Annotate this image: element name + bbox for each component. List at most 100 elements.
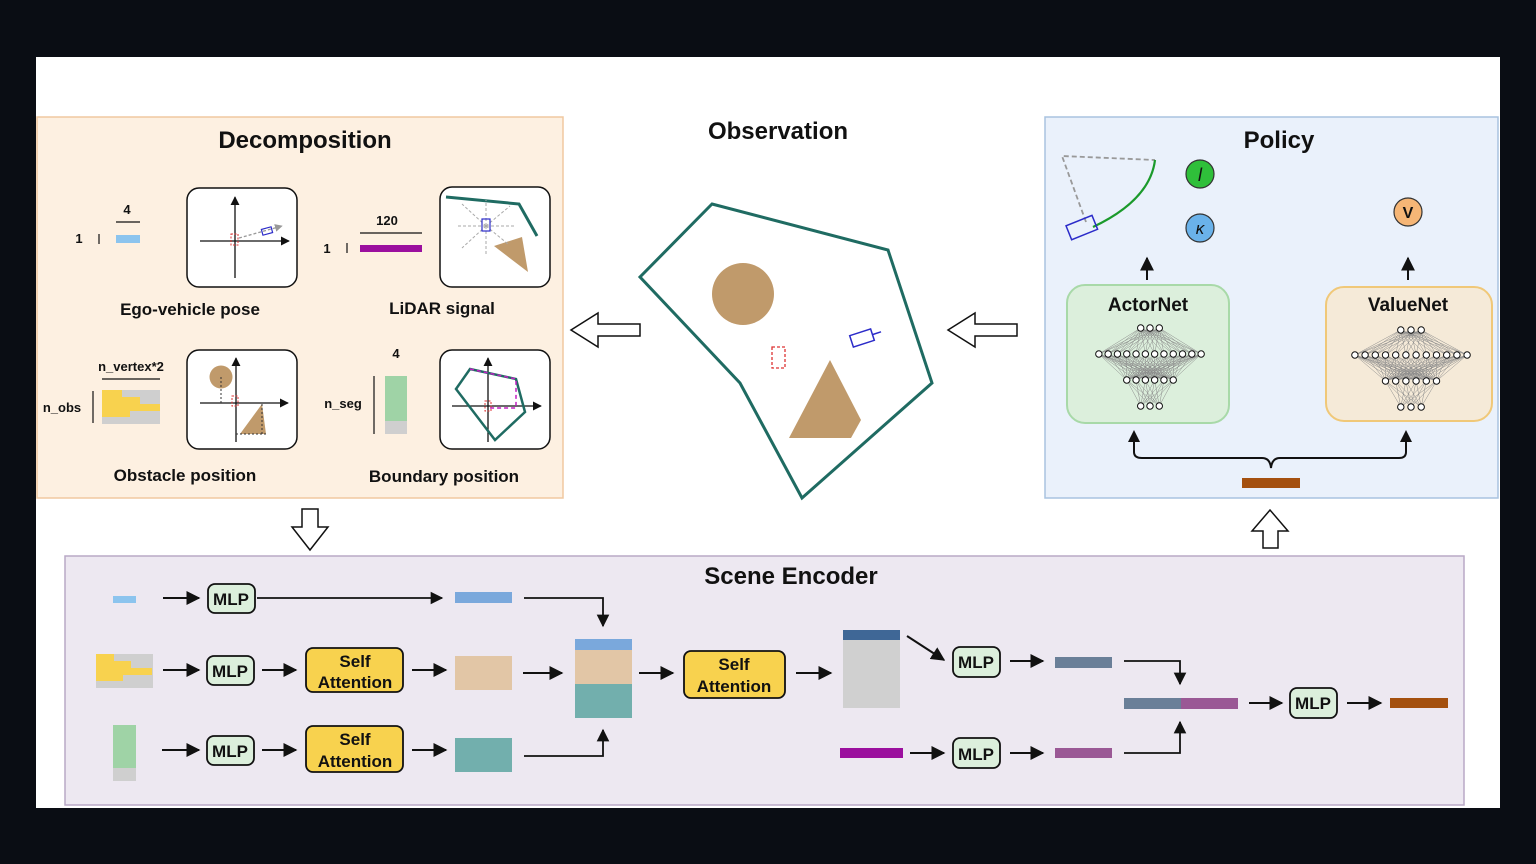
- self-attention-obstacle: Self Attention: [305, 647, 404, 693]
- encoder-to-policy-arrow: [1250, 508, 1290, 549]
- nn-edge: [1145, 353, 1202, 381]
- nn-node: [1141, 350, 1150, 358]
- nn-edge: [1126, 353, 1146, 381]
- nn-edge: [1140, 379, 1155, 407]
- nn-edge: [1163, 353, 1202, 381]
- encoder-output: [1390, 698, 1448, 708]
- nn-edge: [1098, 327, 1151, 355]
- nn-edge: [1173, 353, 1202, 381]
- nn-node: [1381, 377, 1390, 385]
- nn-edge: [1140, 379, 1174, 407]
- obstacle-input: [96, 654, 153, 688]
- nn-edge: [1126, 353, 1202, 381]
- nn-edge: [1375, 354, 1386, 382]
- boundary-input: [113, 725, 136, 781]
- nn-edge: [1385, 354, 1407, 382]
- output-kappa-badge: κ: [1185, 213, 1215, 243]
- nn-edge: [1117, 353, 1127, 381]
- lidar-vector-bar: [360, 245, 422, 252]
- mlp-boundary: MLP: [206, 735, 255, 766]
- self-attention-global-line1: Self: [718, 655, 750, 674]
- nn-node: [1141, 376, 1150, 384]
- self-attention-obstacle-line2: Attention: [318, 673, 393, 692]
- output-v-label: V: [1403, 205, 1414, 222]
- nn-node: [1137, 402, 1145, 410]
- nn-edge: [1159, 327, 1165, 355]
- mlp-lidar-label: MLP: [958, 745, 994, 764]
- mlp-obstacle-label: MLP: [212, 662, 248, 681]
- lidar-input: [840, 748, 903, 758]
- policy-car-icon: [1065, 214, 1099, 241]
- hollow-arrows: [290, 311, 1290, 552]
- nn-node: [1392, 351, 1400, 359]
- nn-edge: [1159, 327, 1193, 355]
- nn-node: [1150, 376, 1159, 384]
- nn-edge: [1400, 380, 1407, 408]
- policy-input-embedding: [1242, 478, 1300, 488]
- nn-node: [1443, 351, 1451, 359]
- nn-edge: [1385, 354, 1457, 382]
- nn-node: [1123, 376, 1131, 384]
- nn-edge: [1415, 329, 1422, 356]
- nn-node: [1104, 350, 1112, 358]
- ego-dim-left: 1: [75, 231, 82, 246]
- nn-edge: [1364, 354, 1386, 382]
- scene-feature: [1055, 657, 1112, 668]
- nn-edge: [1098, 327, 1160, 355]
- decomposition-to-encoder-arrow: [290, 508, 330, 552]
- obstacle-dim-top: n_vertex*2: [98, 359, 164, 374]
- nn-node: [1402, 351, 1410, 359]
- mlp-obstacle: MLP: [206, 655, 255, 686]
- output-l-label: l: [1198, 165, 1203, 185]
- nn-node: [1160, 350, 1168, 358]
- nn-node: [1155, 402, 1164, 410]
- ego-input: [113, 596, 136, 603]
- nn-node: [1113, 350, 1122, 358]
- nn-edge: [1108, 327, 1160, 355]
- nn-node: [1123, 350, 1131, 358]
- nn-edge: [1421, 329, 1458, 356]
- nn-node: [1351, 351, 1359, 359]
- nn-edge: [1395, 329, 1422, 356]
- nn-edge: [1420, 329, 1427, 356]
- lidar-dim-left: 1: [323, 241, 330, 256]
- obstacle-embedding: [455, 656, 512, 690]
- nn-edge: [1159, 379, 1174, 407]
- nn-node: [1371, 351, 1380, 359]
- actor-net-graph: [1095, 324, 1205, 410]
- nn-edge: [1159, 327, 1202, 355]
- nn-edge: [1126, 353, 1165, 381]
- nn-node: [1432, 351, 1441, 359]
- nn-node: [1132, 350, 1140, 358]
- nn-node: [1407, 403, 1415, 411]
- mlp-global-label: MLP: [958, 653, 994, 672]
- nn-edge: [1149, 379, 1174, 407]
- nn-node: [1137, 324, 1145, 332]
- lidar-feature: [1055, 748, 1112, 758]
- nn-node: [1095, 350, 1103, 358]
- observation-to-decomposition-arrow: [569, 311, 641, 349]
- nn-edge: [1400, 380, 1417, 408]
- observation-ego-car-icon: [848, 327, 882, 349]
- nn-node: [1432, 377, 1441, 385]
- nn-edge: [1126, 327, 1160, 355]
- nn-edge: [1135, 379, 1141, 407]
- nn-edge: [1385, 354, 1437, 382]
- nn-edge: [1405, 329, 1422, 356]
- nn-node: [1381, 351, 1390, 359]
- nn-edge: [1126, 353, 1155, 381]
- value-net-graph: [1351, 326, 1471, 411]
- nn-edge: [1395, 380, 1402, 408]
- trajectory-sketch: [1060, 155, 1157, 241]
- obstacle-matrix: [102, 390, 160, 424]
- nn-node: [1412, 377, 1420, 385]
- nn-edge: [1385, 329, 1422, 356]
- nn-node: [1361, 351, 1369, 359]
- obstacle-block: n_vertex*2 n_obs Obstacle position: [43, 349, 298, 485]
- ego-dim-top: 4: [123, 202, 131, 217]
- nn-edge: [1145, 327, 1160, 355]
- ego-car-icon: [260, 226, 274, 236]
- nn-edge: [1126, 353, 1192, 381]
- policy-title: Policy: [1244, 127, 1315, 154]
